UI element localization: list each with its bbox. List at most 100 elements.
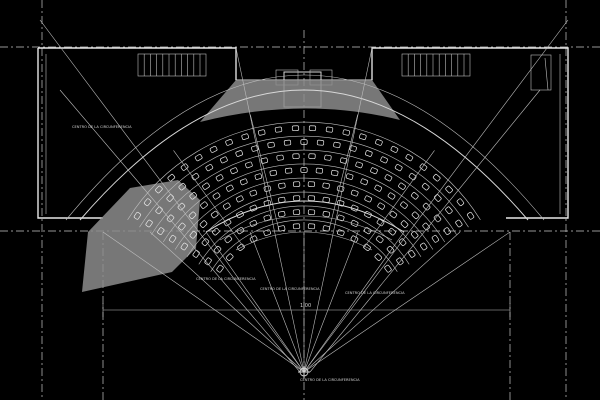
- row-arc: [127, 121, 481, 220]
- seat: [194, 154, 203, 162]
- seat: [263, 185, 272, 192]
- seat: [350, 235, 359, 243]
- row-arc: [174, 177, 434, 250]
- seat: [411, 192, 419, 200]
- seat: [307, 209, 316, 216]
- seat: [293, 181, 301, 188]
- seat: [166, 194, 174, 202]
- seat: [411, 211, 420, 220]
- sightline: [149, 231, 305, 373]
- seat: [363, 243, 371, 251]
- label-center-lower: CENTRO DE LA CIRCUNFERENCIA: [260, 287, 320, 291]
- seat: [431, 235, 439, 243]
- seat: [359, 133, 367, 140]
- seat: [380, 156, 388, 164]
- seat: [419, 163, 428, 171]
- label-center-right: CENTRO DE LA CIRCUNFERENCIA: [345, 291, 405, 295]
- seat: [143, 198, 152, 206]
- seat: [199, 220, 208, 228]
- focal-point: [298, 366, 310, 378]
- seat: [283, 139, 292, 146]
- seat: [209, 145, 218, 153]
- seat: [422, 202, 431, 211]
- annotations: CENTRO DE LA CIRCUNFERENCIA CENTRO DE LA…: [72, 125, 405, 382]
- seat: [178, 183, 187, 191]
- seat: [307, 195, 316, 202]
- seat: [315, 167, 324, 174]
- seat: [467, 211, 475, 220]
- stair-right: [401, 53, 471, 77]
- seat: [445, 206, 453, 215]
- seat: [235, 150, 243, 157]
- seat: [322, 182, 330, 189]
- seat: [355, 161, 363, 169]
- sightline: [59, 89, 301, 373]
- sightline: [102, 231, 305, 373]
- sightline: [205, 231, 305, 373]
- seat: [408, 250, 416, 258]
- seat: [421, 183, 430, 191]
- seat: [249, 204, 258, 212]
- sightline-fan: [39, 19, 569, 373]
- seat: [155, 206, 163, 215]
- aisle-line: [328, 114, 358, 232]
- seat: [330, 169, 339, 177]
- seat: [350, 219, 359, 227]
- seat: [277, 225, 286, 232]
- seat: [225, 184, 234, 192]
- label-focus: CENTRO DE LA CIRCUNFERENCIA: [300, 378, 360, 382]
- seat: [363, 227, 372, 235]
- seat: [157, 227, 165, 235]
- seat: [191, 172, 200, 181]
- seat: [443, 227, 451, 235]
- seat: [201, 238, 210, 246]
- seat: [236, 227, 245, 235]
- seat: [300, 167, 308, 173]
- seat: [433, 214, 442, 223]
- seat: [133, 211, 141, 220]
- seat: [260, 157, 269, 164]
- building-outline: [37, 47, 569, 219]
- seat: [434, 194, 442, 202]
- seat: [384, 264, 392, 273]
- seat: [292, 195, 301, 202]
- stair-left: [137, 53, 207, 77]
- seat: [291, 125, 300, 132]
- seat: [263, 229, 271, 237]
- seat: [267, 141, 275, 148]
- seat: [188, 211, 197, 220]
- seat: [365, 150, 373, 157]
- seat: [230, 167, 238, 175]
- row-arc: [151, 149, 457, 235]
- seat: [432, 174, 441, 182]
- seat: [408, 172, 417, 181]
- sightline: [303, 231, 511, 373]
- seat: [212, 228, 220, 236]
- seat: [394, 164, 403, 172]
- seat: [308, 125, 317, 132]
- seat: [375, 139, 383, 146]
- seat: [349, 145, 357, 152]
- seat: [222, 202, 231, 210]
- seat: [269, 169, 278, 177]
- seat: [202, 182, 210, 190]
- seat: [292, 209, 301, 216]
- seat: [360, 178, 368, 186]
- seat: [235, 195, 244, 203]
- sightline: [249, 231, 305, 373]
- seat: [180, 242, 188, 251]
- seat: [322, 225, 331, 232]
- seat: [411, 231, 419, 239]
- seat: [307, 181, 315, 188]
- sightline: [303, 231, 359, 373]
- seat: [374, 184, 383, 192]
- seat: [225, 253, 234, 261]
- seat: [249, 189, 258, 197]
- seat: [178, 222, 186, 231]
- seat: [300, 139, 308, 145]
- row-arc: [139, 135, 469, 228]
- seat: [390, 145, 399, 153]
- seat: [277, 211, 286, 218]
- seat: [278, 182, 286, 189]
- seat: [400, 220, 409, 228]
